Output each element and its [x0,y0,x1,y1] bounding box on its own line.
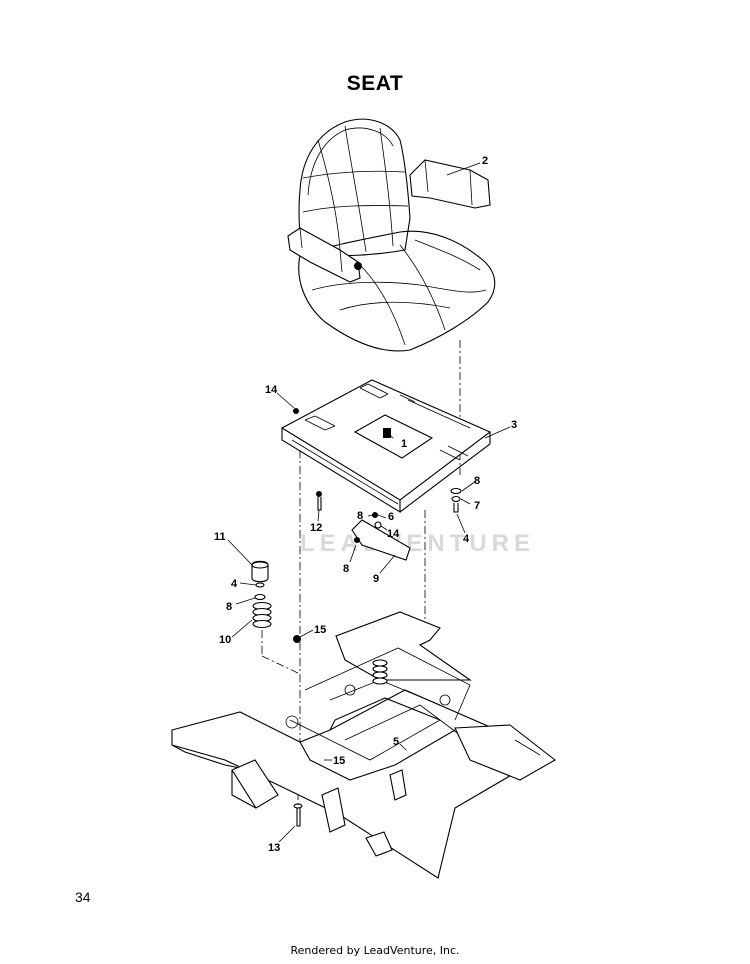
callout-8-middle: 8 [357,510,363,522]
frame-spring [372,659,388,685]
callout-6: 6 [388,511,394,523]
seat-assembly [287,118,496,475]
callout-14-plate: 14 [265,384,278,396]
callout-4-right: 4 [463,533,470,545]
spring [252,601,272,629]
callout-3: 3 [511,419,517,431]
callout-8-right: 8 [474,475,480,487]
page-title: SEAT [346,72,404,95]
callout-14-bracket: 14 [387,528,400,540]
callout-8-left: 8 [226,601,232,613]
callout-4-left: 4 [231,578,238,590]
callout-11: 11 [214,531,226,543]
page-number: 34 [75,889,91,905]
leader-lines [227,162,511,843]
callout-10: 10 [219,634,231,646]
frame [171,611,556,879]
callouts: 1 2 3 4 4 4 5 6 7 8 8 8 8 9 10 11 12 13 … [214,155,517,854]
callout-13: 13 [268,842,280,854]
callout-1: 1 [401,438,407,450]
watermark: LEADVENTURE [300,530,536,557]
callout-15-upper: 15 [314,624,326,636]
callout-9: 9 [373,573,379,585]
seat-plate [280,379,492,752]
callout-2: 2 [482,155,488,167]
callout-7: 7 [474,500,480,512]
callout-12: 12 [310,522,322,534]
callout-15-lower: 15 [333,755,345,767]
callout-8-lever: 8 [343,563,349,575]
callout-5: 5 [393,736,399,748]
footer-credit: Rendered by LeadVenture, Inc. [290,944,460,957]
